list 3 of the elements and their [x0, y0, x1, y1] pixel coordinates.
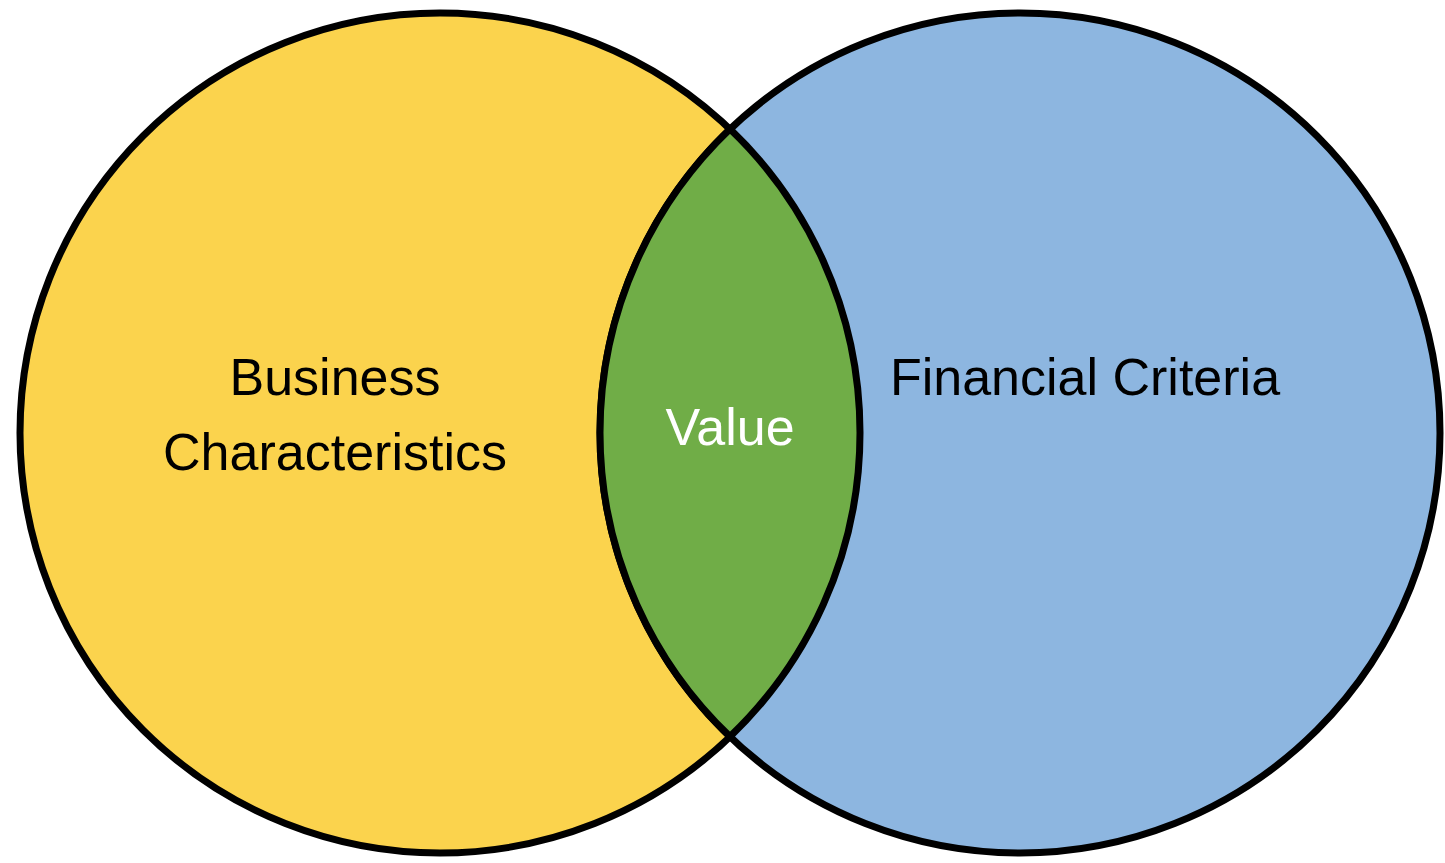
circle-label: Financial Criteria: [888, 347, 1282, 408]
overlap-label: Value: [664, 397, 796, 458]
circle-label: Business Characteristics: [162, 347, 508, 484]
